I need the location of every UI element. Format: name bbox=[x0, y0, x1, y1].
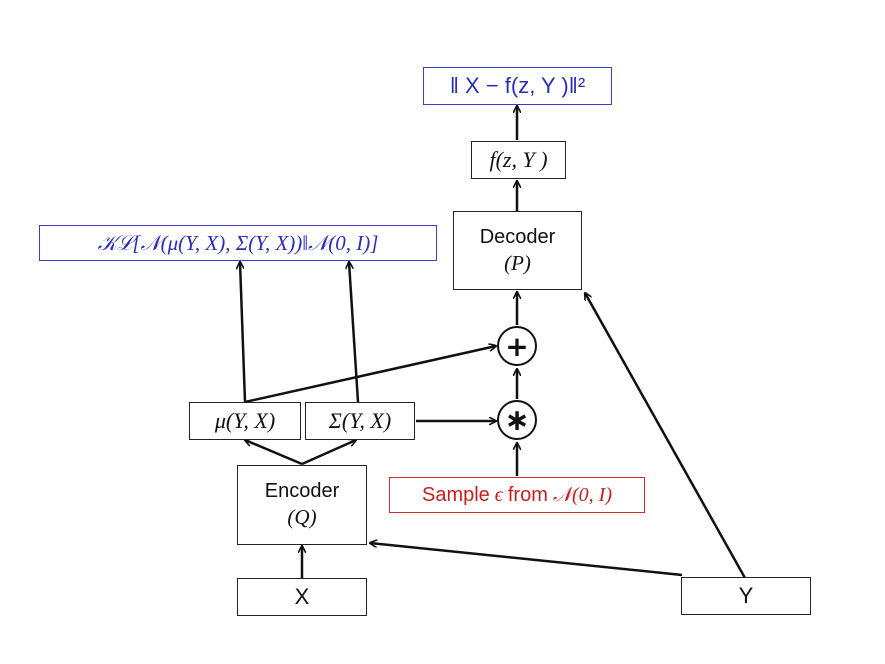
decoder-output-label: f(z, Y ) bbox=[489, 147, 548, 173]
edge-mu-to-kl bbox=[240, 262, 247, 403]
edge-encoder-to-mu bbox=[245, 440, 303, 466]
multiply-operator: ∗ bbox=[497, 400, 537, 440]
edge-sigma-to-kl bbox=[349, 262, 360, 403]
reconstruction-loss-box: ‖ X − f(z, Y )‖² bbox=[423, 67, 612, 105]
sample-prefix: Sample bbox=[421, 483, 490, 506]
edge-y-to-decoder bbox=[585, 293, 747, 579]
kl-loss-label: 𝒦ℒ[𝒩(μ(Y, X), Σ(Y, X))‖𝒩(0, I)] bbox=[97, 230, 379, 255]
kl-loss-box: 𝒦ℒ[𝒩(μ(Y, X), Σ(Y, X))‖𝒩(0, I)] bbox=[39, 225, 437, 261]
epsilon-symbol: ϵ bbox=[494, 483, 503, 506]
sigma-box: Σ(Y, X) bbox=[305, 402, 415, 440]
sample-box: Sample ϵ from 𝒩(0, I) bbox=[389, 477, 645, 513]
x-input-label: X bbox=[294, 584, 310, 610]
reconstruction-loss-label: ‖ X − f(z, Y )‖² bbox=[449, 73, 586, 99]
encoder-label: Encoder bbox=[264, 480, 340, 503]
mu-box: μ(Y, X) bbox=[189, 402, 301, 440]
edge-mu-to-plus bbox=[244, 346, 496, 404]
edge-encoder-to-sigma bbox=[301, 440, 356, 466]
decoder-label: Decoder bbox=[479, 225, 556, 248]
multiply-icon: ∗ bbox=[504, 402, 530, 438]
sample-distribution: 𝒩(0, I) bbox=[552, 483, 612, 506]
edge-y-to-encoder bbox=[370, 543, 683, 577]
decoder-output-box: f(z, Y ) bbox=[471, 141, 566, 179]
y-input-box: Y bbox=[681, 577, 811, 615]
x-input-box: X bbox=[237, 578, 367, 616]
add-icon: + bbox=[505, 329, 529, 363]
decoder-box: Decoder (P) bbox=[453, 211, 582, 290]
sigma-label: Σ(Y, X) bbox=[328, 408, 392, 434]
sample-from: from bbox=[507, 483, 548, 506]
y-input-label: Y bbox=[738, 583, 754, 609]
decoder-symbol: (P) bbox=[504, 250, 531, 275]
encoder-symbol: (Q) bbox=[287, 505, 317, 530]
add-operator: + bbox=[497, 326, 537, 366]
encoder-box: Encoder (Q) bbox=[237, 465, 367, 545]
mu-label: μ(Y, X) bbox=[214, 408, 276, 434]
